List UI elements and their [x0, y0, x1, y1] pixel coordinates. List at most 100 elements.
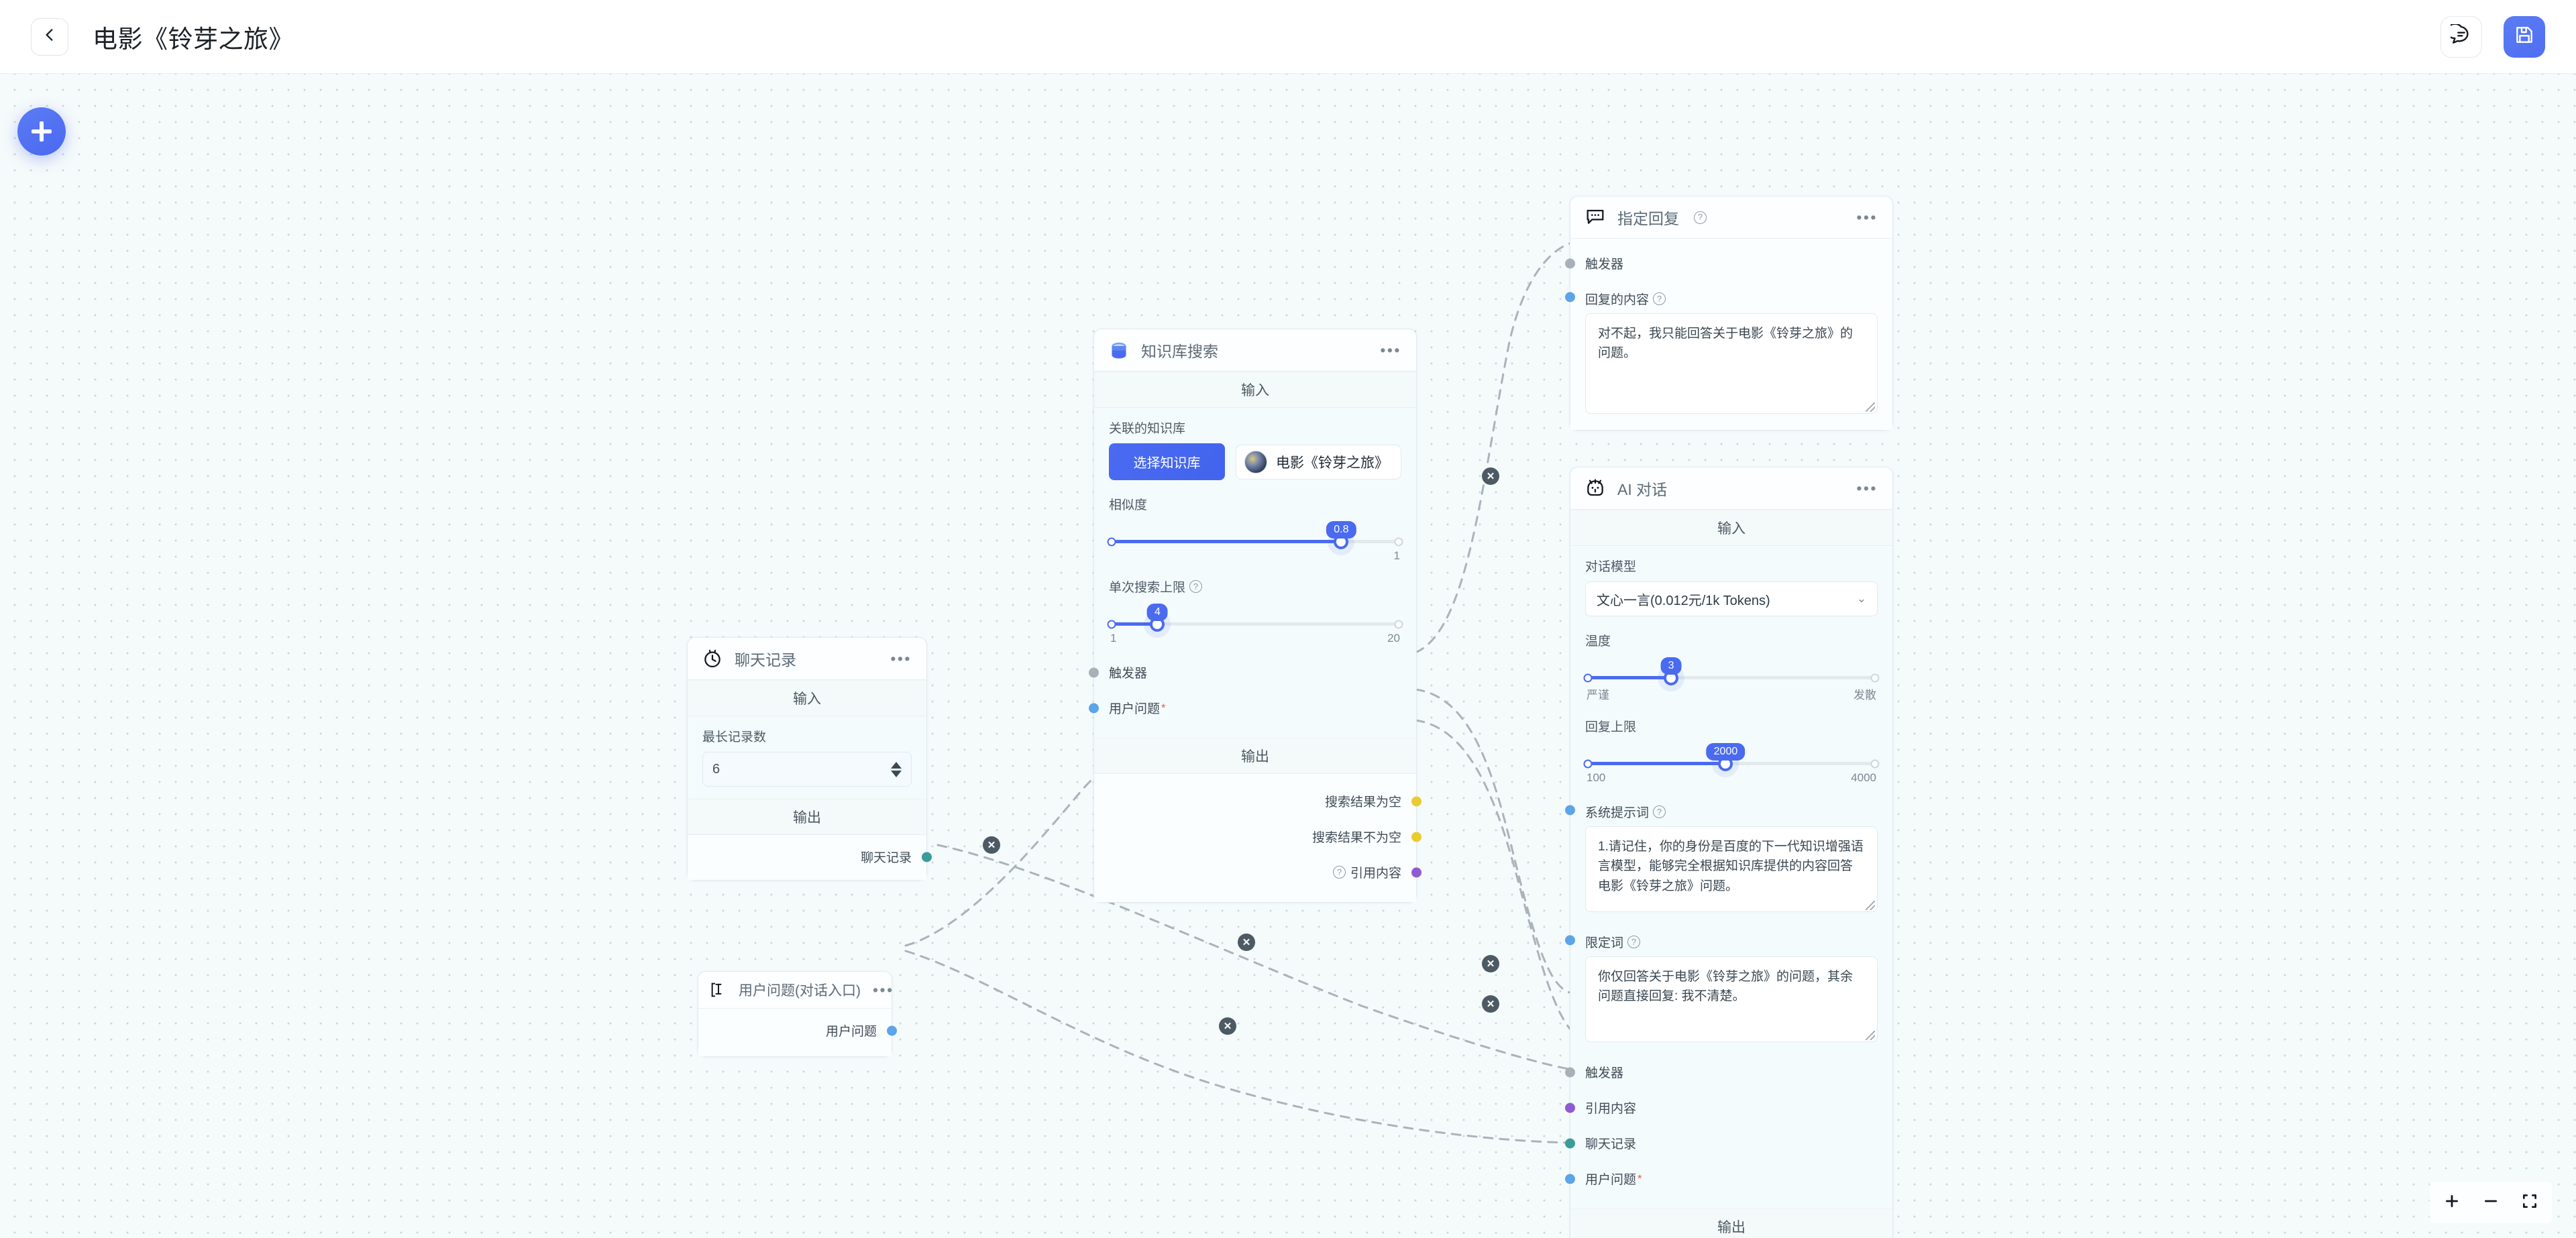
- slider-cap-max: [1870, 759, 1880, 768]
- port-in-user-question[interactable]: 用户问题*: [1089, 690, 1401, 726]
- node-menu-button[interactable]: •••: [1856, 209, 1878, 226]
- slider-value-bubble: 0.8: [1326, 521, 1356, 539]
- edge-delete-button[interactable]: ✕: [1482, 467, 1499, 485]
- port-in-quote[interactable]: 引用内容: [1565, 1090, 1878, 1125]
- slider-track[interactable]: 4: [1107, 604, 1403, 632]
- edge-delete-button[interactable]: ✕: [1482, 995, 1499, 1013]
- help-icon[interactable]: ?: [1627, 936, 1641, 948]
- model-select[interactable]: 文心一言(0.012元/1k Tokens) ⌄: [1585, 581, 1878, 616]
- node-header[interactable]: 聊天记录 •••: [688, 638, 926, 680]
- port-dot-yellow[interactable]: [1411, 796, 1421, 806]
- node-menu-button[interactable]: •••: [1856, 480, 1878, 497]
- port-in-system-prompt[interactable]: 系统提示词 ?: [1565, 794, 1878, 826]
- port-label: 搜索结果不为空: [1311, 831, 1401, 845]
- edge-delete-button[interactable]: ✕: [1482, 955, 1499, 972]
- port-dot-grey[interactable]: [1089, 667, 1099, 677]
- node-kb-search[interactable]: 知识库搜索 ••• 输入 关联的知识库 选择知识库 电影《铃芽之旅》 相似度: [1089, 329, 1421, 903]
- minus-icon: [2482, 1192, 2500, 1213]
- stepper-up-icon[interactable]: [891, 761, 902, 769]
- limit-slider[interactable]: 4 1 20: [1107, 602, 1403, 645]
- port-dot-blue[interactable]: [1089, 703, 1099, 713]
- port-dot-blue[interactable]: [1565, 292, 1575, 302]
- help-icon[interactable]: ?: [1332, 866, 1346, 879]
- node-header[interactable]: 用户问题(对话入口) •••: [698, 972, 892, 1009]
- edge-delete-button[interactable]: ✕: [1219, 1017, 1236, 1035]
- save-button[interactable]: [2504, 15, 2545, 58]
- zoom-in-button[interactable]: [2432, 1186, 2471, 1219]
- node-ai-chat[interactable]: AI 对话 ••• 输入 对话模型 文心一言(0.012元/1k Tokens)…: [1565, 467, 1893, 1238]
- port-label: 触发器: [1585, 1066, 1624, 1080]
- kb-chip-label: 电影《铃芽之旅》: [1276, 455, 1389, 471]
- port-dot-blue[interactable]: [1565, 935, 1575, 946]
- temperature-slider[interactable]: 3 严谨 发散: [1583, 656, 1880, 702]
- port-dot-yellow[interactable]: [1411, 832, 1421, 842]
- select-kb-button[interactable]: 选择知识库: [1109, 443, 1225, 480]
- help-icon[interactable]: ?: [1189, 580, 1203, 593]
- slider-track[interactable]: 3: [1583, 657, 1880, 685]
- edge-delete-button[interactable]: ✕: [983, 836, 1000, 854]
- output-band: 输出: [1094, 738, 1416, 774]
- stepper-down-icon[interactable]: [891, 770, 902, 777]
- port-dot-purple[interactable]: [1565, 1103, 1575, 1113]
- node-menu-button[interactable]: •••: [890, 650, 912, 667]
- node-menu-button[interactable]: •••: [873, 981, 894, 999]
- help-icon[interactable]: ?: [1653, 805, 1666, 818]
- port-in-user-question[interactable]: 用户问题*: [1565, 1161, 1878, 1196]
- node-title: 聊天记录: [735, 651, 796, 669]
- slider-track[interactable]: 2000: [1583, 743, 1880, 771]
- port-in-trigger[interactable]: 触发器: [1565, 1054, 1878, 1090]
- port-dot-blue[interactable]: [887, 1025, 897, 1035]
- port-dot-teal[interactable]: [922, 852, 932, 862]
- reply-content-textarea[interactable]: 对不起，我只能回答关于电影《铃芽之旅》的问题。: [1585, 313, 1878, 414]
- fit-view-button[interactable]: [2510, 1186, 2549, 1219]
- zoom-out-button[interactable]: [2471, 1186, 2510, 1219]
- add-node-button[interactable]: [17, 107, 66, 156]
- slider-fill: [1112, 622, 1158, 626]
- node-chat-history[interactable]: 聊天记录 ••• 输入 最长记录数 6 输出 聊天记录: [687, 637, 932, 881]
- node-menu-button[interactable]: •••: [1380, 341, 1401, 359]
- port-dot-blue[interactable]: [1565, 805, 1575, 815]
- port-dot-grey[interactable]: [1565, 258, 1575, 268]
- port-out-empty[interactable]: 搜索结果为空: [1109, 783, 1421, 819]
- kb-label: 关联的知识库: [1109, 422, 1186, 436]
- slider-cap-max: [1394, 620, 1403, 628]
- port-in-trigger[interactable]: 触发器: [1089, 655, 1401, 690]
- port-out-user-question[interactable]: 用户问题: [713, 1013, 897, 1048]
- back-button[interactable]: [31, 17, 68, 56]
- node-fixed-reply[interactable]: 指定回复 ? ••• 触发器 回复的内容 ? 对不起，我只能回答关于电影《铃芽之…: [1565, 196, 1893, 431]
- workflow-canvas[interactable]: ✕ ✕ ✕ ✕ ✕ ✕ 聊天记录 ••• 输入 最长记录数 6: [0, 74, 2576, 1238]
- kb-chip[interactable]: 电影《铃芽之旅》: [1236, 444, 1401, 480]
- edge-delete-button[interactable]: ✕: [1238, 934, 1255, 951]
- max-records-input[interactable]: 6: [702, 752, 912, 787]
- port-label: 系统提示词: [1585, 806, 1650, 820]
- port-dot-purple[interactable]: [1411, 867, 1421, 877]
- port-dot-grey[interactable]: [1565, 1067, 1575, 1077]
- node-user-question-entry[interactable]: 用户问题(对话入口) ••• 用户问题: [698, 971, 897, 1057]
- slider-min: 严谨: [1587, 689, 1609, 701]
- system-prompt-textarea[interactable]: 1.请记住，你的身份是百度的下一代知识增强语言模型，能够完全根据知识库提供的内容…: [1585, 826, 1878, 912]
- port-out-chat-history[interactable]: 聊天记录: [702, 839, 932, 875]
- port-in-qualifier[interactable]: 限定词 ?: [1565, 924, 1878, 956]
- port-out-not-empty[interactable]: 搜索结果不为空: [1109, 819, 1421, 854]
- node-header[interactable]: 指定回复 ? •••: [1570, 196, 1892, 239]
- port-dot-teal[interactable]: [1565, 1138, 1575, 1148]
- slider-track[interactable]: 0.8: [1107, 521, 1403, 549]
- node-body: 触发器 回复的内容 ? 对不起，我只能回答关于电影《铃芽之旅》的问题。: [1565, 239, 1892, 430]
- similarity-slider[interactable]: 0.8 1: [1107, 520, 1403, 563]
- comment-button[interactable]: [2440, 15, 2482, 58]
- ai-input-ports: 触发器 引用内容 聊天记录 用户问题*: [1565, 1054, 1878, 1196]
- max-records-stepper[interactable]: [891, 761, 902, 777]
- node-header[interactable]: 知识库搜索 •••: [1094, 329, 1416, 372]
- node-header[interactable]: AI 对话 •••: [1570, 467, 1892, 510]
- port-in-chat-history[interactable]: 聊天记录: [1565, 1125, 1878, 1161]
- port-dot-blue[interactable]: [1565, 1174, 1575, 1184]
- port-in-trigger[interactable]: 触发器: [1565, 245, 1878, 281]
- port-label: 聊天记录: [1585, 1137, 1637, 1151]
- help-icon[interactable]: ?: [1653, 292, 1666, 305]
- help-icon[interactable]: ?: [1694, 211, 1707, 224]
- port-in-reply-content[interactable]: 回复的内容 ?: [1565, 281, 1878, 313]
- max-reply-slider[interactable]: 2000 100 4000: [1583, 742, 1880, 785]
- port-out-quote[interactable]: ? 引用内容: [1109, 854, 1421, 890]
- similarity-label: 相似度: [1109, 498, 1148, 512]
- qualifier-textarea[interactable]: 你仅回答关于电影《铃芽之旅》的问题，其余问题直接回复: 我不清楚。: [1585, 956, 1878, 1042]
